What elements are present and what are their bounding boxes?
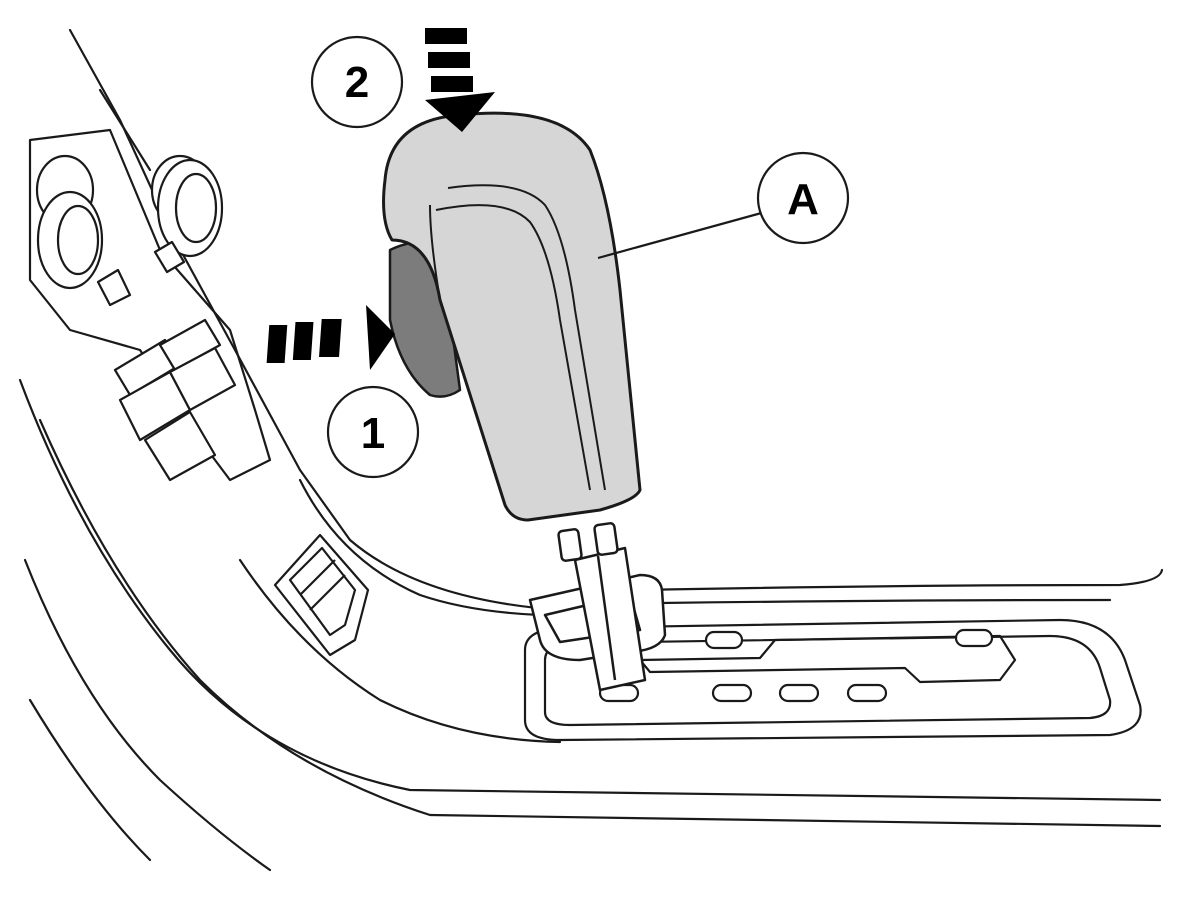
- gear-knob: [382, 111, 642, 522]
- gear-indicator: [711, 683, 753, 703]
- callout-a-label: A: [787, 175, 819, 224]
- console-button: [158, 318, 222, 372]
- center-stack: [28, 128, 370, 657]
- console-outline: [18, 28, 1164, 872]
- callout-1: 1: [326, 385, 420, 479]
- gear-indicator: [778, 683, 820, 703]
- callout-2: 2: [310, 35, 404, 129]
- shifter-boot: [528, 522, 667, 692]
- leader-line-a: [597, 210, 766, 260]
- dashed-right-arrow-icon: [266, 305, 395, 370]
- console-button: [168, 346, 237, 412]
- gear-indicator-p: [704, 630, 744, 650]
- dashed-down-arrow-icon: [425, 28, 495, 132]
- callout-1-label: 1: [361, 409, 385, 458]
- console-button: [143, 410, 217, 482]
- gear-indicator-s: [954, 628, 994, 648]
- callout-2-label: 2: [345, 58, 369, 107]
- rotary-knob-right-base: [156, 158, 224, 258]
- gear-indicator: [846, 683, 888, 703]
- callout-a: A: [756, 151, 850, 245]
- rotary-knob-left-base: [36, 190, 104, 290]
